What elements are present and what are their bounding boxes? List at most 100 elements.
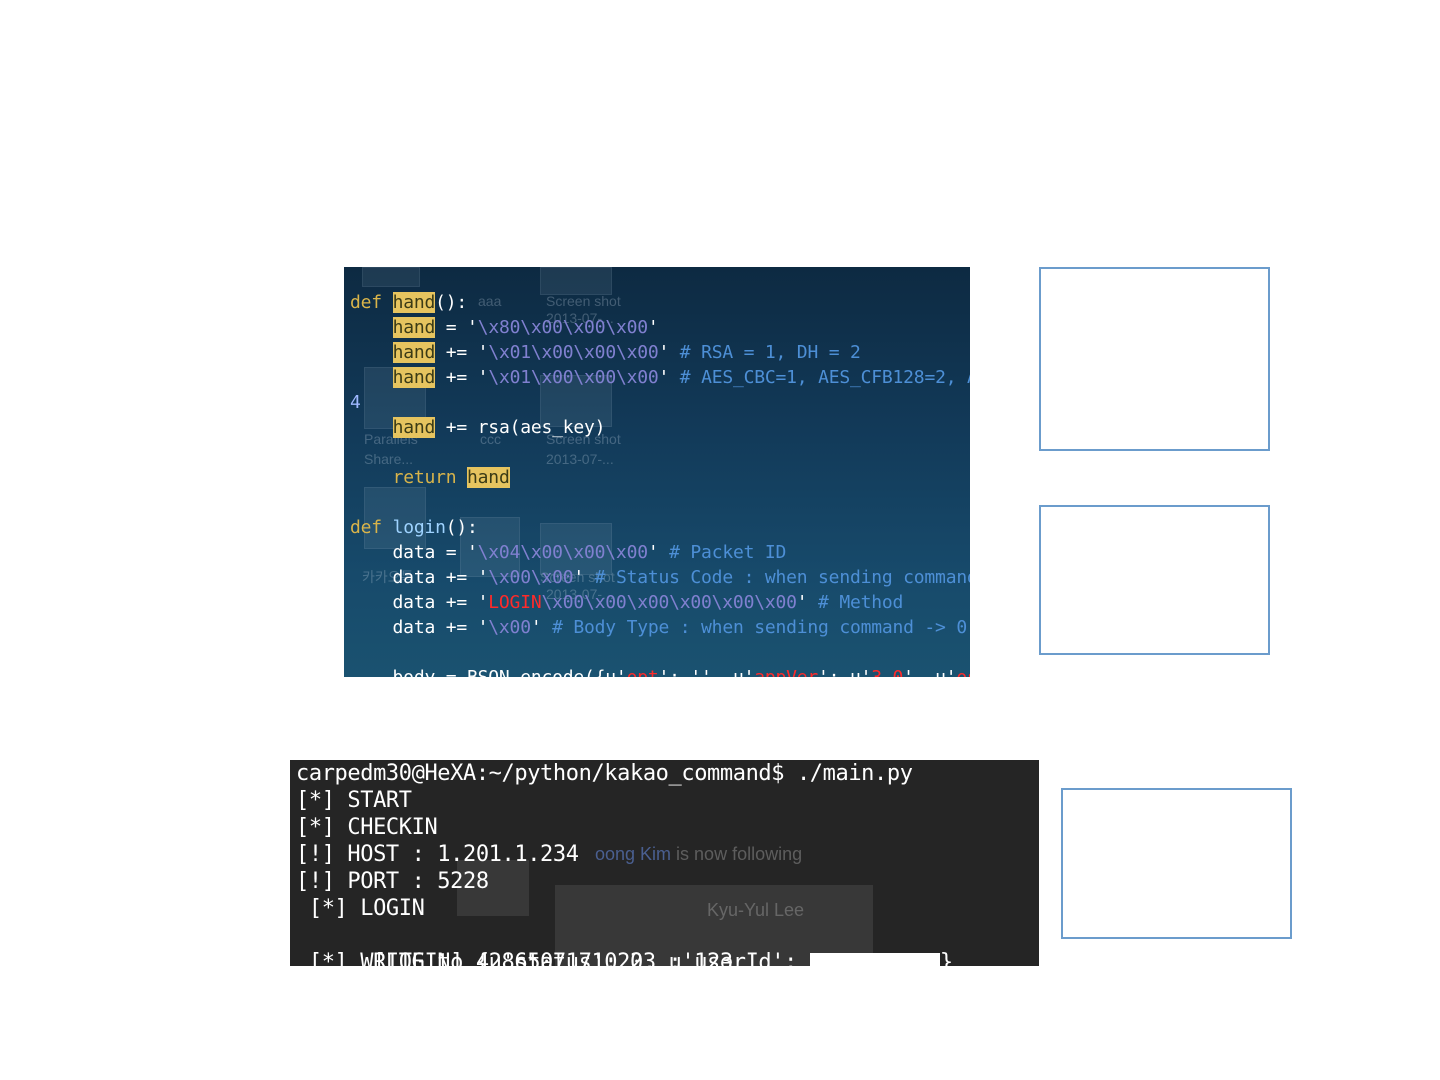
- code-editor-screenshot: aaa Screen shot 2013-07-... Parallels Sh…: [344, 267, 970, 677]
- code-token: hand: [392, 292, 436, 313]
- code-line: data += 'LOGIN\x00\x00\x00\x00\x00\x00' …: [350, 590, 904, 615]
- terminal-login-text: [LOGIN] {u'status': 0, u'userId':: [347, 950, 810, 966]
- code-token: \x04\x00\x00\x00: [477, 542, 648, 563]
- code-token: ': '', u': [658, 667, 754, 677]
- code-token: # Method: [818, 592, 904, 613]
- code-token: data += ': [350, 592, 489, 613]
- desktop-label: 2013-07-...: [546, 451, 614, 467]
- code-line: def login():: [350, 515, 478, 540]
- code-token: 4: [350, 392, 361, 413]
- code-token: [382, 517, 393, 538]
- code-token: # Packet ID: [669, 542, 787, 563]
- code-token: ': [573, 567, 595, 588]
- desktop-label: Share...: [364, 451, 414, 467]
- code-line: 4: [350, 390, 361, 415]
- code-token: \x01\x00\x00\x00: [488, 367, 659, 388]
- code-token: def: [350, 517, 382, 538]
- code-line: body = BSON.encode({u'opt': '', u'appVer…: [350, 665, 970, 677]
- code-token: = ': [435, 317, 478, 338]
- code-token: hand: [392, 417, 436, 438]
- redacted-user-id: [809, 953, 940, 966]
- code-token: # Status Code : when sending command: [594, 567, 970, 588]
- terminal-prompt: carpedm30@HeXA:~/python/kakao_command$ .…: [296, 761, 913, 786]
- code-token: os: [956, 667, 970, 677]
- profile-photo-ghost: [457, 860, 529, 916]
- desktop-label: Screen shot: [540, 569, 615, 585]
- code-token: opt: [627, 667, 659, 677]
- code-token: += ': [435, 367, 489, 388]
- code-token: LOGIN: [488, 592, 542, 613]
- code-token: [350, 342, 393, 363]
- code-token: appVer: [754, 667, 818, 677]
- code-line: data += '\x00' # Body Type : when sendin…: [350, 615, 968, 640]
- desktop-label: aaa: [478, 293, 502, 309]
- code-token: ': [647, 317, 659, 338]
- code-line: hand += '\x01\x00\x00\x00' # RSA = 1, DH…: [350, 340, 861, 365]
- empty-outline-box-top: [1039, 267, 1270, 451]
- desktop-icon-ghost: [540, 267, 612, 295]
- code-token: \x00\x00: [488, 567, 574, 588]
- code-token: ():: [435, 292, 468, 313]
- code-token: ': [796, 592, 819, 613]
- profile-card-ghost: [555, 885, 873, 966]
- terminal-line: [*] CHECKIN: [296, 815, 438, 840]
- terminal-login-line: [LOGIN] {u'status': 0, u'userId': }: [296, 922, 953, 966]
- code-token: ': [658, 367, 680, 388]
- code-token: [456, 467, 467, 488]
- background-notification: oong Kim is now following: [595, 844, 802, 865]
- code-token: \x00: [488, 617, 531, 638]
- code-token: [382, 292, 393, 313]
- code-token: hand: [392, 317, 436, 338]
- code-line: hand = '\x80\x00\x00\x00': [350, 315, 659, 340]
- code-token: # RSA = 1, DH = 2: [679, 342, 861, 363]
- code-token: [350, 417, 393, 438]
- code-token: hand: [392, 342, 436, 363]
- code-token: def: [350, 292, 382, 313]
- background-notification-text: is now following: [671, 844, 803, 864]
- desktop-label: 2013-07-...: [546, 310, 614, 326]
- desktop-icon-ghost: [362, 267, 420, 287]
- code-token: 3.0: [871, 667, 903, 677]
- code-line: def hand():: [350, 290, 467, 315]
- desktop-label: 2013-07-...: [546, 586, 614, 602]
- terminal-login-tail: }: [939, 950, 953, 966]
- code-token: data += ': [350, 567, 489, 588]
- code-token: ': [647, 542, 670, 563]
- background-card-name: Kyu-Yul Lee: [707, 900, 805, 920]
- code-token: body = BSON.encode({u': [350, 667, 627, 677]
- code-token: [350, 317, 393, 338]
- code-token: += rsa(aes_key): [435, 417, 606, 438]
- terminal-line: [*] WRITE to 42865071710223 : 123: [296, 950, 733, 966]
- terminal-line: [*] START: [296, 788, 412, 813]
- desktop-label: 카카오톡: [362, 569, 414, 585]
- empty-outline-box-middle: [1039, 505, 1270, 655]
- desktop-icon-ghost: [364, 487, 426, 549]
- desktop-icon-ghost: [460, 517, 520, 577]
- code-token: data = ': [350, 542, 478, 563]
- desktop-label: ccc: [480, 431, 501, 447]
- code-token: \x00\x00\x00\x00\x00\x00: [541, 592, 797, 613]
- desktop-label: Screen shot: [546, 293, 621, 309]
- code-token: ': u': [818, 667, 871, 677]
- code-token: \x01\x00\x00\x00: [488, 342, 659, 363]
- code-token: ():: [445, 517, 478, 538]
- code-token: # AES_CBC=1, AES_CFB128=2, A: [679, 367, 970, 388]
- code-token: [350, 467, 393, 488]
- terminal-line: [!] PORT : 5228: [296, 869, 489, 894]
- code-token: ', u': [903, 667, 956, 677]
- code-token: # Body Type : when sending command -> 0: [552, 617, 967, 638]
- code-line: data += '\x00\x00' # Status Code : when …: [350, 565, 970, 590]
- terminal-line: [*] LOGIN: [296, 896, 425, 921]
- desktop-label: Screen shot: [546, 431, 621, 447]
- terminal-line: [!] HOST : 1.201.1.234: [296, 842, 579, 867]
- code-token: ': [530, 617, 553, 638]
- code-line: hand += '\x01\x00\x00\x00' # AES_CBC=1, …: [350, 365, 970, 390]
- desktop-icon-ghost: [540, 523, 612, 575]
- background-notification-name: oong Kim: [595, 844, 672, 864]
- code-token: login: [392, 517, 446, 538]
- desktop-icon-ghost: [540, 375, 612, 427]
- code-token: ': [658, 342, 680, 363]
- code-line: hand += rsa(aes_key): [350, 415, 606, 440]
- code-token: hand: [392, 367, 436, 388]
- code-token: data += ': [350, 617, 489, 638]
